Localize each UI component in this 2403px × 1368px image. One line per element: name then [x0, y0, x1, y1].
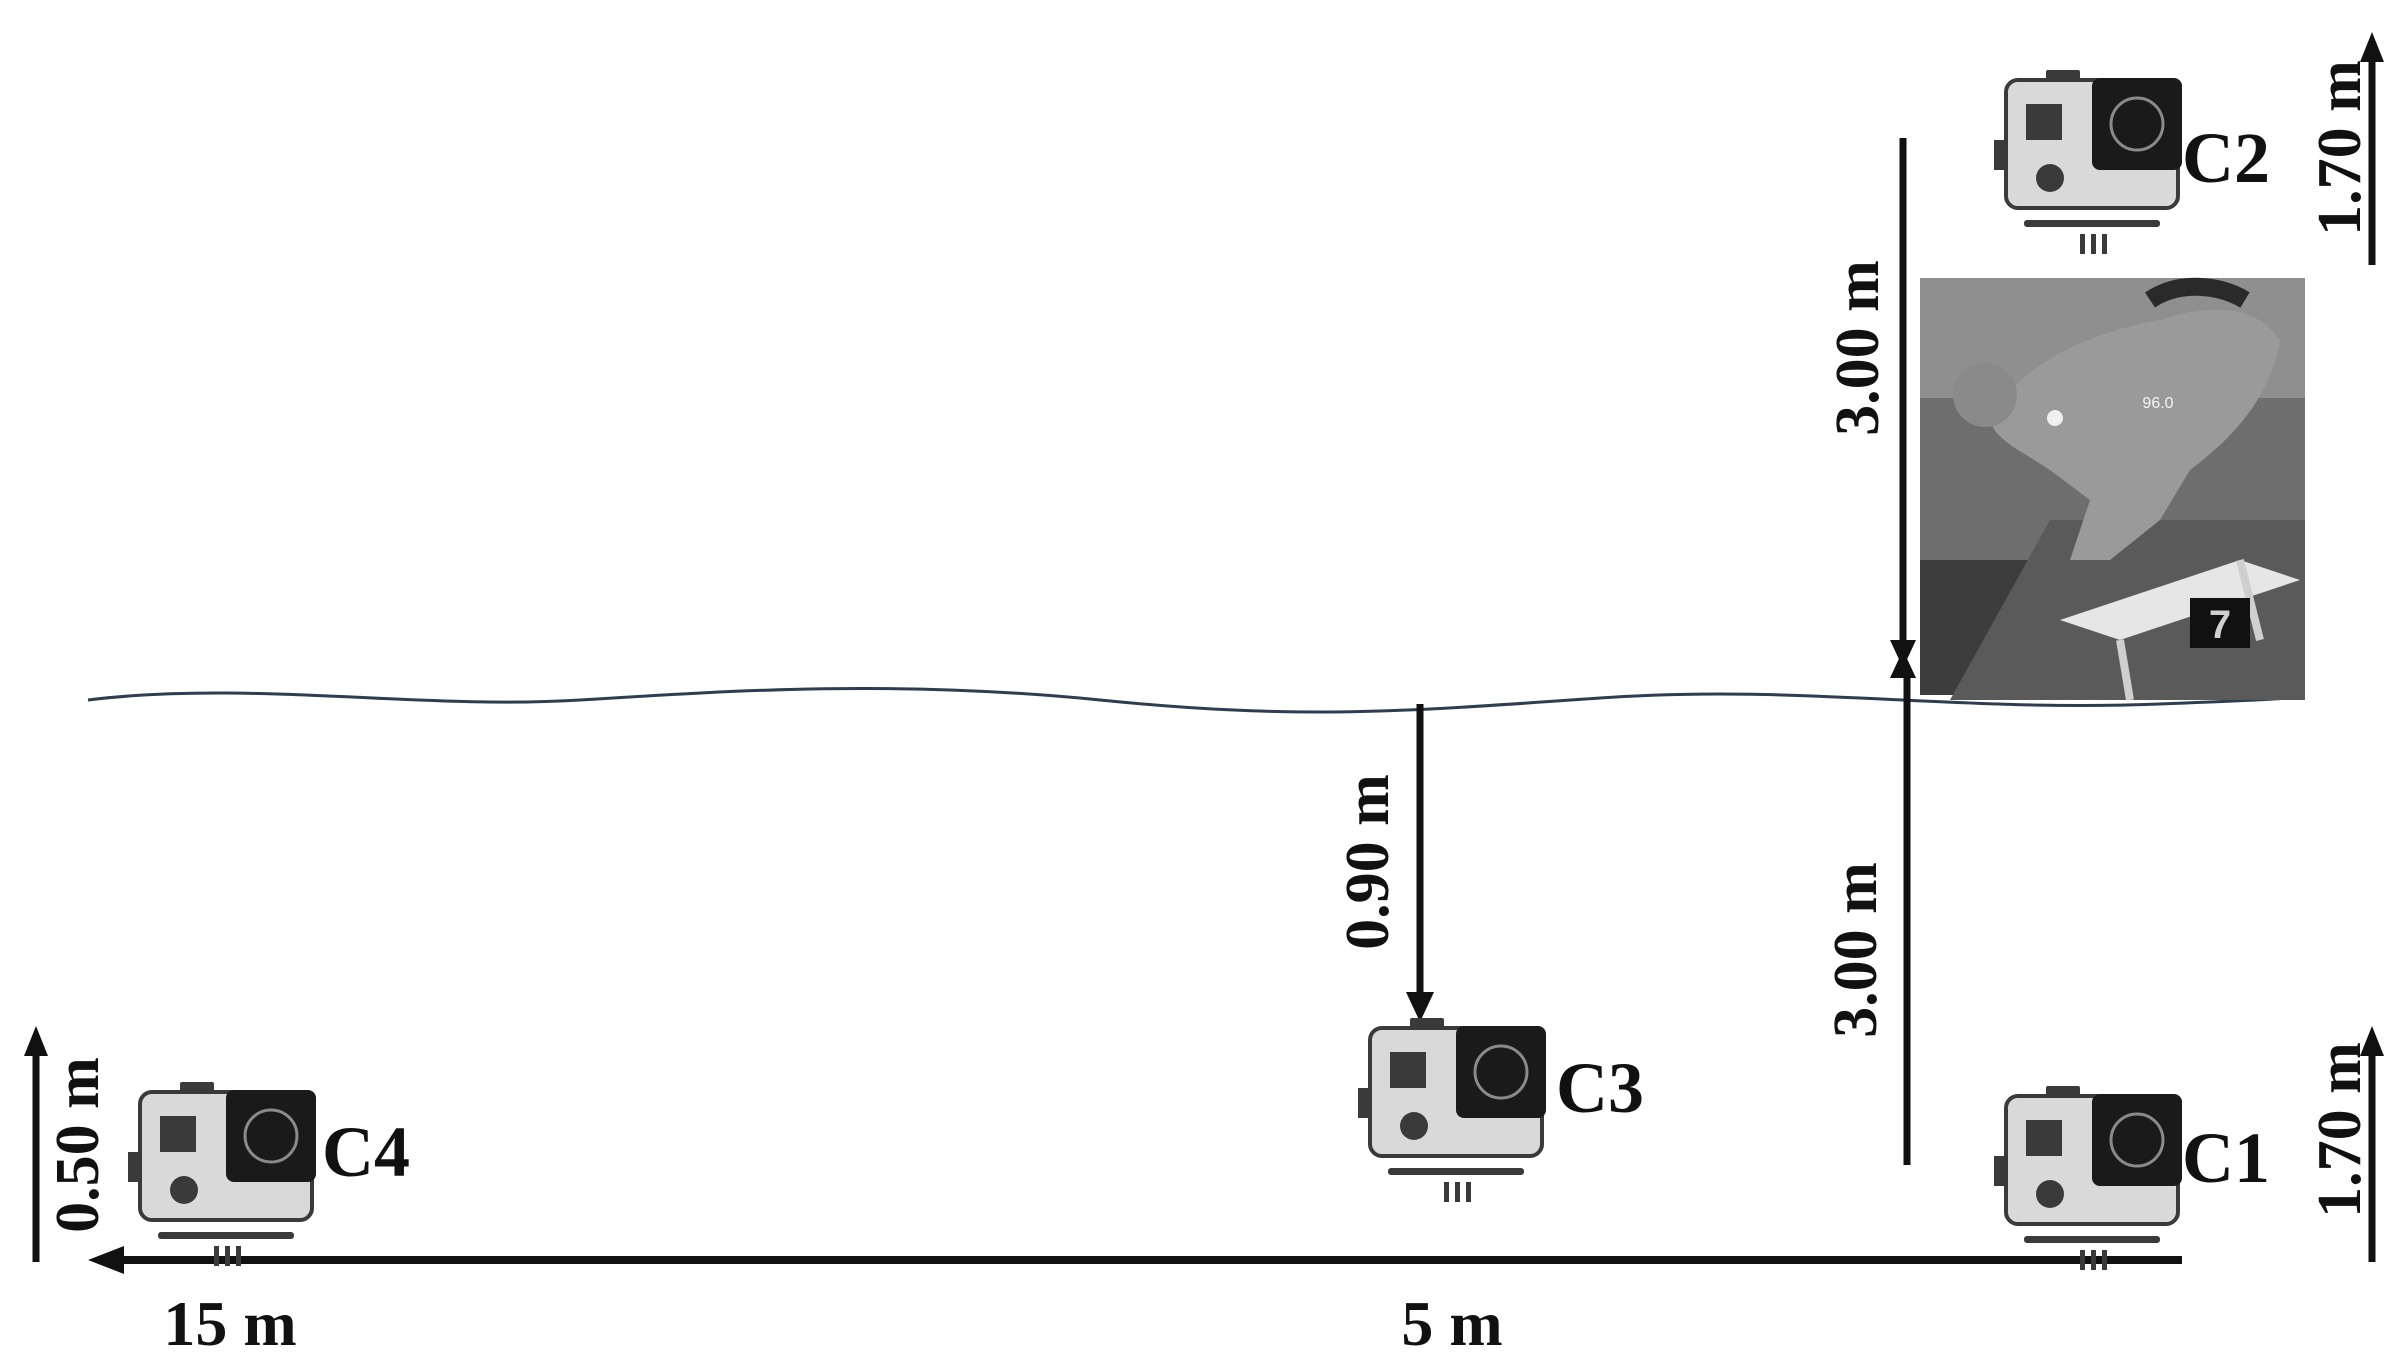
distance-start-c1-label: 3.00 m: [1822, 862, 1890, 1038]
camera-c3-icon: [1356, 1016, 1548, 1204]
c1-height-arrow: [2360, 1026, 2384, 1262]
camera-c1-icon: [1992, 1084, 2184, 1272]
camera-c4-label: C4: [322, 1112, 410, 1192]
camera-c1-label: C1: [2182, 1118, 2270, 1198]
block-number: 7: [2209, 603, 2231, 647]
camera-c1: C1: [1992, 1084, 2270, 1272]
c4-height-arrow: [24, 1026, 48, 1262]
photo-overlay-value: 96.0: [2142, 395, 2173, 412]
c2-height-label: 1.70 m: [2306, 60, 2374, 236]
c3-distance-label: 5 m: [1401, 1288, 1502, 1359]
water-surface-line: [87, 686, 2301, 714]
c4-height-label: 0.50 m: [44, 1057, 112, 1233]
distance-c2-start-label: 3.00 m: [1824, 260, 1892, 436]
distance-c2-start-arrow: [1890, 138, 1916, 678]
camera-c4-icon: [126, 1080, 318, 1268]
camera-c2: C2: [1992, 68, 2270, 256]
camera-c3: C3: [1356, 1016, 1644, 1204]
camera-c4: C4: [126, 1080, 410, 1268]
swimmer-start-photo: 7 96.0: [1920, 277, 2305, 701]
camera-c2-icon: [1992, 68, 2184, 256]
c3-depth-arrow: [1406, 704, 1434, 1022]
camera-c3-label: C3: [1556, 1048, 1644, 1128]
camera-c2-label: C2: [2182, 118, 2270, 198]
pool-distance-baseline: [88, 1246, 2182, 1274]
c1-height-label: 1.70 m: [2306, 1042, 2374, 1218]
c4-distance-label: 15 m: [163, 1288, 296, 1359]
c3-depth-label: 0.90 m: [1334, 774, 1402, 950]
c2-height-arrow: [2360, 32, 2384, 265]
